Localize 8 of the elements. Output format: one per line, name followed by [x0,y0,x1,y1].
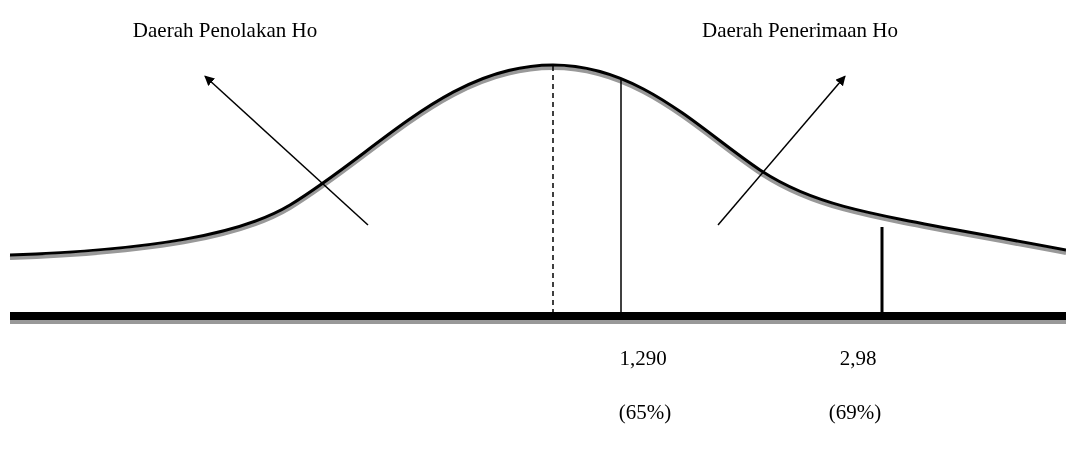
region-label: Daerah Penerimaan Ho [702,18,898,44]
axis-value: 1,290 [619,346,667,372]
arrow [204,75,369,226]
percentage-label: (65%) [618,400,672,426]
region-label: Daerah Penolakan Ho [132,18,318,44]
percentage-label: (69%) [828,400,882,426]
axis-value: 2,98 [839,346,877,372]
arrow [717,75,846,226]
